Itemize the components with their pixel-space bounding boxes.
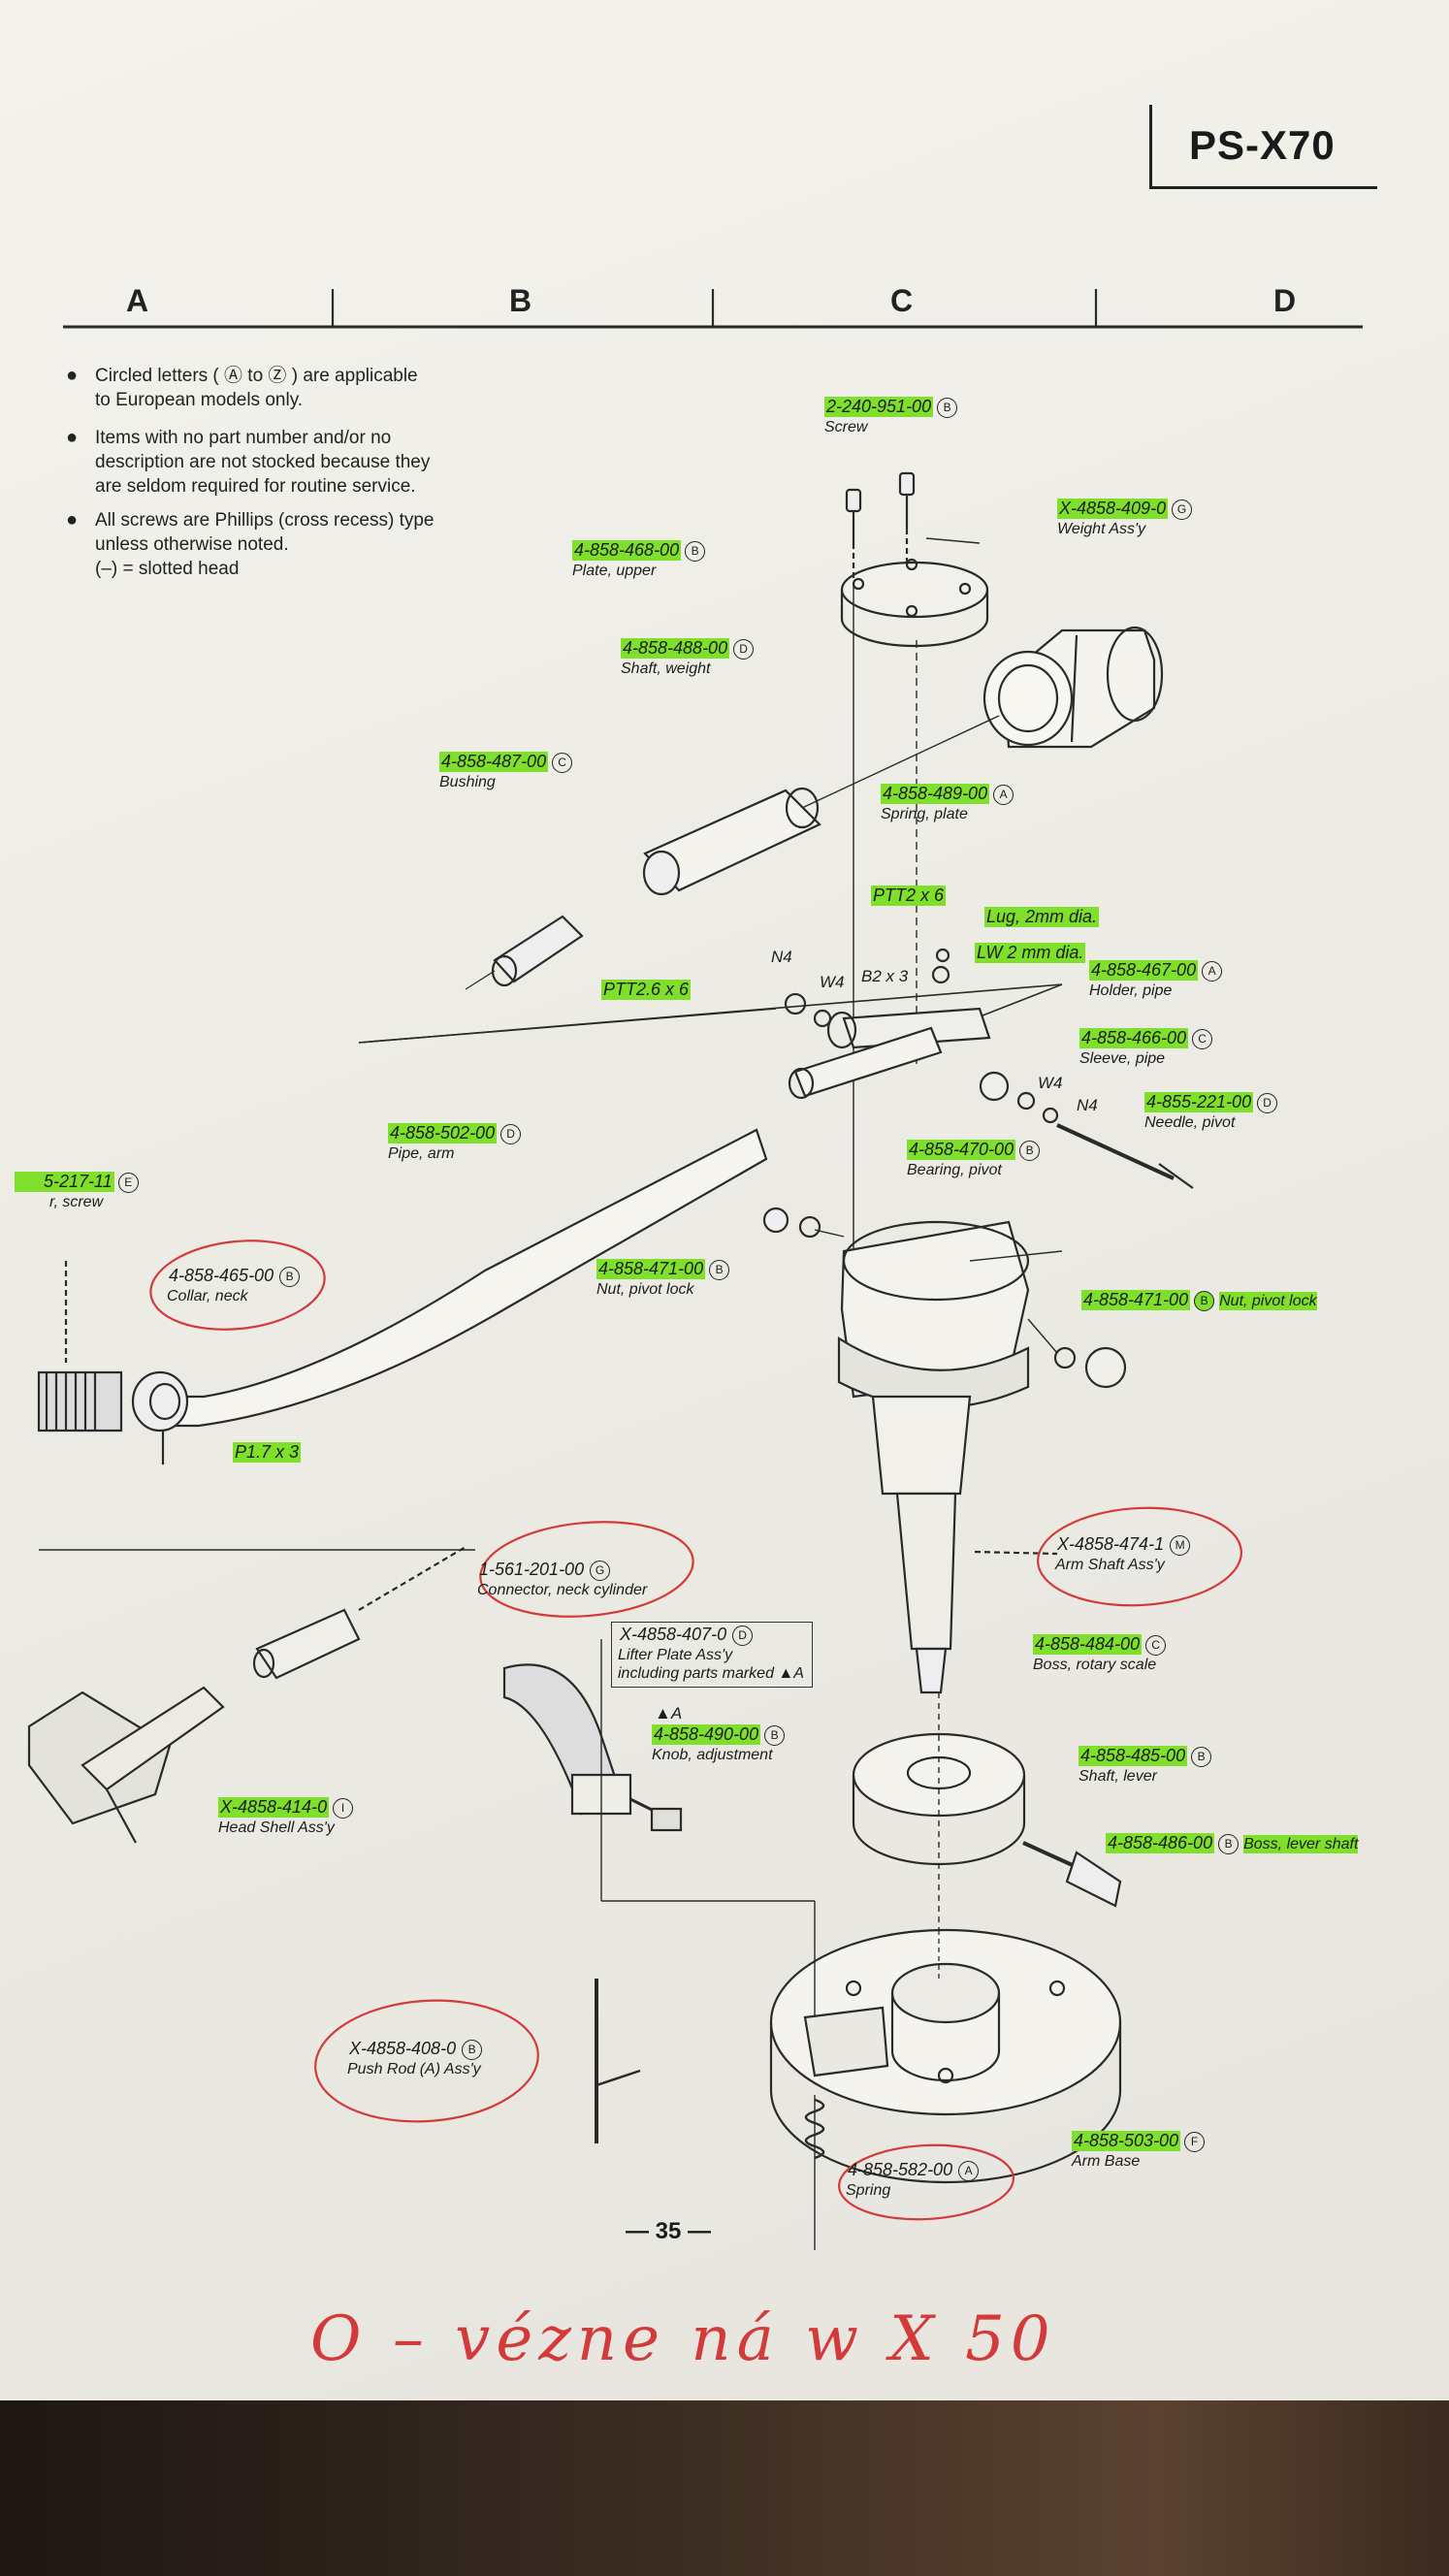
- column-d: D: [1273, 283, 1297, 318]
- exploded-diagram: [27, 289, 1363, 2250]
- note-3: ● All screws are Phillips (cross recess)…: [66, 509, 435, 579]
- label-n4-right: N4: [1077, 1096, 1098, 1114]
- label-ptt26x6: PTT2.6 x 6: [601, 980, 692, 1000]
- head-shell-drawing: [27, 1686, 225, 1844]
- note-1: ● Circled letters ( Ⓐ to Ⓩ ) are applica…: [66, 365, 418, 410]
- note-2: ● Items with no part number and/or no de…: [66, 427, 431, 497]
- top-screws-drawing: [845, 471, 916, 543]
- handwritten-note: O – vézne ná w X 50: [310, 2303, 1056, 2375]
- label-triangle-a: ▲A: [655, 1704, 683, 1723]
- label-ptt2x6: PTT2 x 6: [871, 886, 947, 906]
- model-box: PS-X70: [1149, 105, 1377, 189]
- model-title: PS-X70: [1189, 122, 1336, 168]
- label-p17x3: P1.7 x 3: [233, 1442, 302, 1463]
- service-manual-page: [0, 0, 1449, 2400]
- arm-base-drawing: [769, 1928, 1122, 2184]
- page-number: — 35 —: [626, 2218, 712, 2244]
- label-w4-right: W4: [1038, 1074, 1063, 1092]
- label-lw2: LW 2 mm dia.: [975, 943, 1086, 963]
- label-n4-top: N4: [771, 948, 792, 966]
- column-b: B: [509, 283, 532, 318]
- label-b2x3: B2 x 3: [861, 967, 909, 985]
- column-c: C: [890, 283, 914, 318]
- desk-background: [0, 2400, 1449, 2576]
- bearing-housing-drawing: [837, 1220, 1030, 1694]
- arm-pipe-drawing: [173, 1026, 943, 1428]
- label-w4-top: W4: [820, 973, 845, 991]
- label-lug: Lug, 2mm dia.: [984, 907, 1100, 927]
- weight-drawing: [982, 626, 1164, 749]
- column-a: A: [126, 283, 149, 318]
